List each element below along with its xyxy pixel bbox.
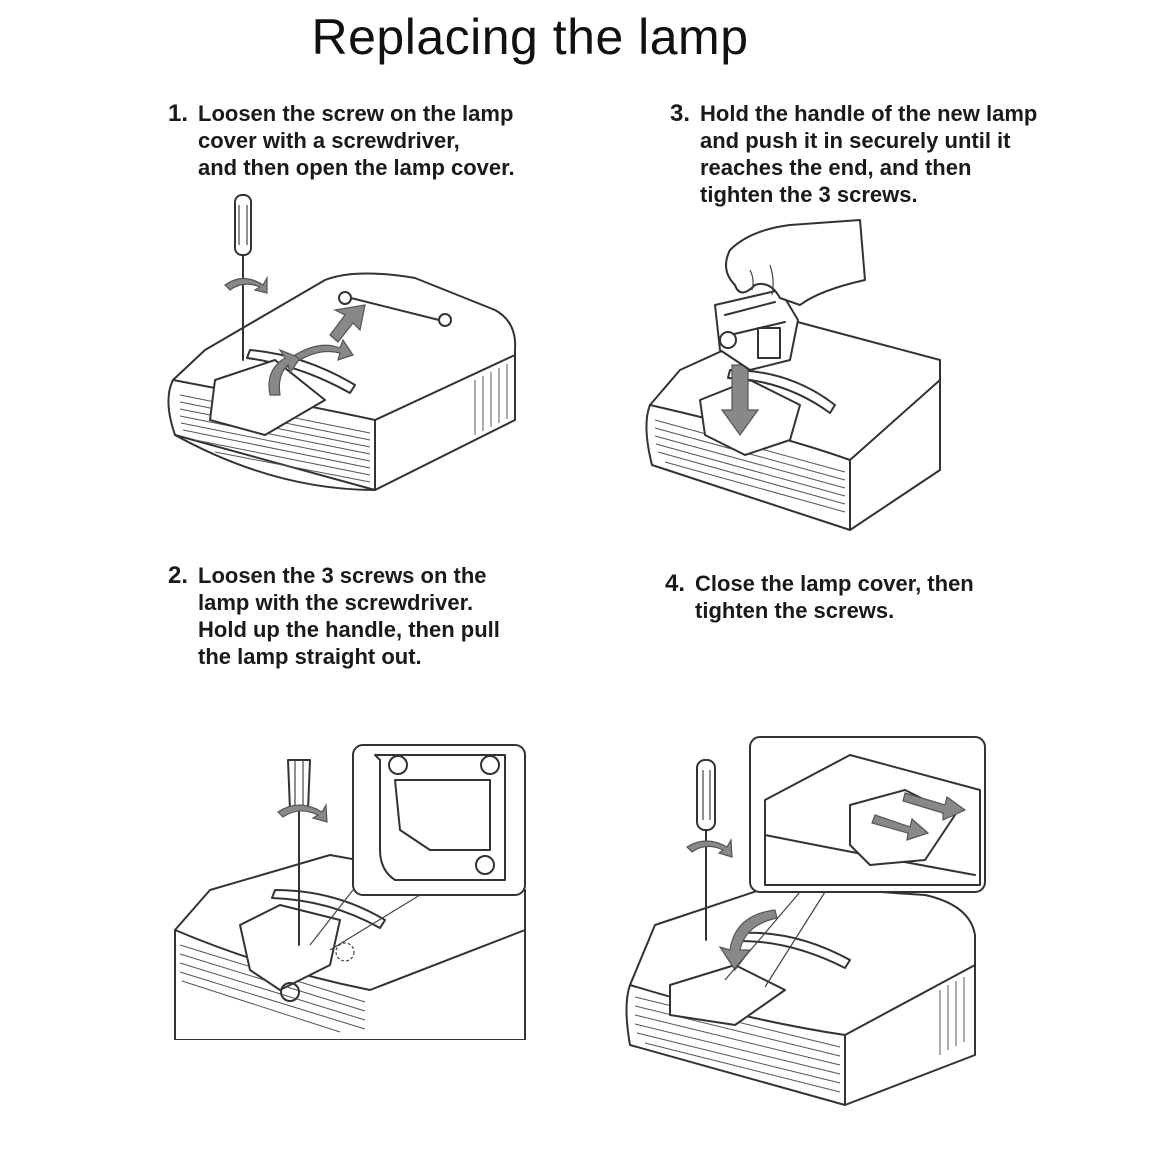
hand-icon — [725, 219, 866, 306]
screw-icon — [388, 755, 408, 775]
screw-icon — [475, 855, 495, 875]
rotate-arrow-icon — [224, 275, 268, 294]
step-2-line-1: Loosen the 3 screws on the — [198, 563, 487, 588]
screw-icon — [480, 755, 500, 775]
step-3-illustration — [645, 219, 941, 531]
page-title: Replacing the lamp — [311, 9, 749, 65]
step-4-number: 4. — [665, 570, 686, 597]
step-3-line-1: Hold the handle of the new lamp — [700, 101, 1038, 126]
step-3-line-2: and push it in securely until it — [700, 128, 1011, 153]
lamp-cover — [209, 359, 326, 436]
step-4-illustration — [625, 736, 986, 1106]
step-4-line-1: Close the lamp cover, then — [695, 571, 974, 596]
screwdriver-icon — [287, 759, 311, 946]
projector-top-surface — [625, 884, 976, 1106]
lamp-cover — [669, 964, 786, 1026]
step-3-number: 3. — [670, 100, 691, 127]
direction-arrow-icon — [268, 348, 301, 396]
screwdriver-icon — [234, 194, 252, 361]
step-1-line-3: and then open the lamp cover. — [198, 155, 515, 180]
direction-arrow-icon — [718, 909, 778, 972]
step-1-illustration — [167, 194, 517, 491]
step-2-illustration — [174, 744, 526, 1040]
rotate-arrow-icon — [686, 837, 733, 858]
step-1-line-2: cover with a screwdriver, — [198, 128, 460, 153]
step-4-line-2: tighten the screws. — [695, 598, 895, 623]
step-3-line-3: reaches the end, and then — [700, 155, 972, 180]
step-1-number: 1. — [168, 100, 189, 127]
step-1-line-1: Loosen the screw on the lamp — [198, 101, 514, 126]
lamp-handle — [736, 931, 851, 969]
direction-arrow-icon — [871, 814, 930, 841]
step-2-line-4: the lamp straight out. — [198, 644, 422, 669]
screwdriver-icon — [696, 759, 716, 941]
direction-arrow-icon — [329, 304, 366, 343]
step-3-line-4: tighten the 3 screws. — [700, 182, 918, 207]
step-2-number: 2. — [168, 562, 189, 589]
lamp-handle — [727, 369, 836, 414]
direction-arrow-icon — [720, 364, 760, 437]
lamp-module-icon — [714, 289, 799, 371]
direction-arrow-icon — [902, 792, 967, 821]
rotate-arrow-icon — [277, 802, 328, 823]
step-2-line-2: lamp with the screwdriver. — [198, 590, 474, 615]
step-2-line-3: Hold up the handle, then pull — [198, 617, 500, 642]
